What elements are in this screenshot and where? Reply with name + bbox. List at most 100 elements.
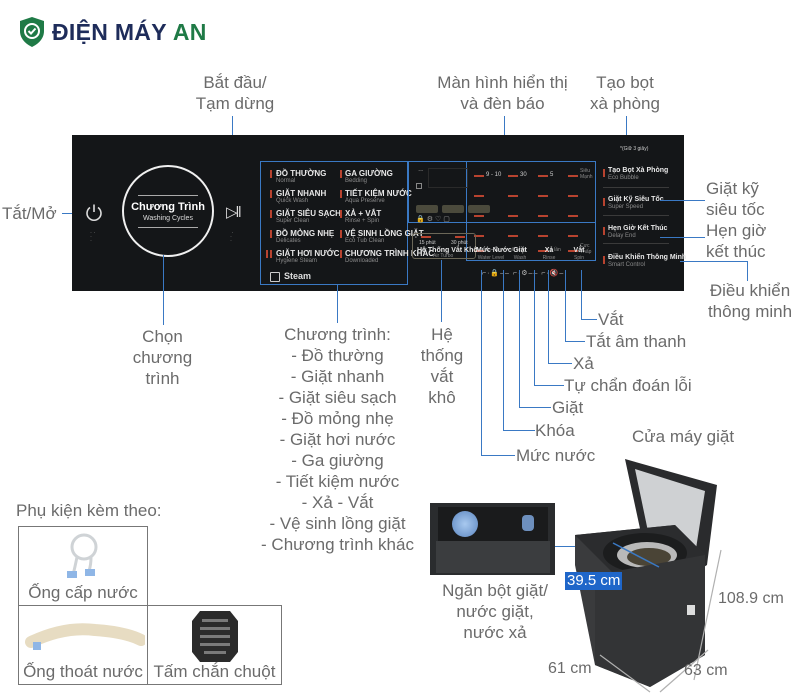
callout-text: nước xả	[463, 623, 527, 642]
cycle-sub: Hygiene Steam	[276, 258, 318, 264]
cycle-eco-tub-clean[interactable]: VỆ SINH LỒNG GIẶT	[345, 229, 424, 238]
grid-label: 5	[550, 172, 554, 178]
cycle-sub: Downloaded	[345, 258, 379, 264]
callout-mute: Tắt âm thanh	[586, 332, 687, 351]
callout-line	[519, 270, 520, 408]
callout-text: thống	[420, 346, 464, 365]
cycle-aqua-preserve[interactable]: TIẾT KIỆM NƯỚC	[345, 189, 412, 198]
cycle-delicates[interactable]: ĐỒ MỎNG NHẸ	[276, 229, 335, 238]
program-item: - Vệ sinh lồng giặt	[269, 514, 406, 533]
cycle-downloaded[interactable]: CHƯƠNG TRÌNH KHÁC	[345, 249, 435, 258]
hold-note: *(Giữ 3 giây)	[620, 146, 649, 152]
callout-line	[481, 270, 482, 456]
callout-rinse: Xả	[573, 354, 594, 373]
air-turbo-button[interactable]: 15 phút 30 phút Hệ Thống Vắt Khô Air Tur…	[412, 233, 478, 259]
brand-name: ĐIỆN MÁY	[52, 18, 167, 45]
button-label: Xả	[544, 247, 554, 254]
cycle-quick-wash[interactable]: GIẶT NHANH	[276, 189, 327, 198]
accessories-heading: Phụ kiện kèm theo:	[16, 501, 162, 520]
cycle-bedding[interactable]: GA GIƯỜNG	[345, 169, 393, 178]
callout-line	[581, 319, 597, 320]
callout-text: trình	[145, 369, 180, 388]
callout-text: Điều khiển	[709, 281, 791, 300]
start-pause-icon[interactable]: ▷‖	[226, 204, 242, 221]
callout-line	[747, 261, 748, 281]
cycle-sub: Quick Wash	[276, 198, 309, 204]
callout-text: Chọn	[142, 327, 183, 346]
cycle-sub: Delicates	[276, 238, 301, 244]
dial-subtitle: Washing Cycles	[143, 215, 193, 222]
cycle-sub: Aqua Preserve	[345, 198, 385, 204]
steam-label: Steam	[284, 271, 312, 281]
drawer-front	[436, 541, 550, 573]
callout-line	[534, 270, 535, 386]
detergent-drawer-image	[430, 503, 555, 575]
status-icons: 🔒⚙♡▢	[416, 216, 452, 223]
accessory-caption: Tấm chắn chuột	[153, 662, 276, 681]
callout-text: Hệ	[431, 325, 453, 344]
callout-text: Hẹn giờ	[706, 221, 767, 240]
dimension-arrows	[599, 549, 722, 693]
programs-heading: Chương trình:	[284, 325, 391, 344]
shield-check-icon	[20, 17, 44, 47]
callout-start-pause: Bắt đầu/ Tạm dừng	[190, 72, 280, 114]
cycle-normal[interactable]: ĐỒ THƯỜNG	[276, 169, 327, 178]
callout-lock: Khóa	[535, 421, 575, 440]
air-turbo-sub: Air Turbo	[433, 253, 454, 259]
callout-line	[441, 260, 442, 322]
option-sub: Delay End	[608, 233, 636, 239]
program-item: - Giặt hơi nước	[279, 430, 396, 449]
callout-line	[481, 455, 515, 456]
program-dial[interactable]: Chương Trình Washing Cycles	[122, 165, 214, 257]
brand-logo: ĐIỆN MÁY AN	[18, 16, 207, 48]
callout-line	[503, 430, 535, 431]
accessory-caption: Ống thoát nước	[23, 662, 143, 681]
callout-water-level: Mức nước	[516, 446, 596, 465]
grid-label: 6 phút	[512, 247, 526, 253]
program-item: - Tiết kiệm nước	[275, 472, 400, 491]
callout-line	[581, 270, 582, 320]
callout-line	[548, 270, 549, 364]
callout-display: Màn hình hiển thị và đèn báo	[415, 72, 590, 114]
cycle-sub: Normal	[276, 178, 296, 184]
callout-line	[565, 270, 566, 342]
accessory-caption: Ống cấp nước	[28, 583, 138, 602]
washing-machine-image	[575, 459, 717, 687]
accessory-rodent-guard: Tấm chắn chuột	[147, 605, 282, 685]
dimension-height: 108.9 cm	[718, 590, 784, 607]
delay-end-button[interactable]: Hẹn Giờ Kết Thúc	[608, 225, 668, 232]
callout-power: Tắt/Mở	[2, 204, 57, 223]
button-label: Mức Nước	[476, 247, 512, 254]
divider	[138, 227, 198, 228]
callout-wash: Giặt	[552, 398, 584, 417]
dimension-width: 61 cm	[548, 660, 592, 677]
eco-bubble-button[interactable]: Tạo Bọt Xà Phòng	[608, 167, 669, 174]
drain-hose-image	[25, 623, 145, 650]
power-icon[interactable]	[84, 203, 104, 223]
callout-line	[680, 261, 748, 262]
callout-text: vắt	[430, 367, 454, 386]
option-sub: Smart Control	[608, 262, 646, 268]
grid-label: 1 - 2	[486, 247, 499, 253]
button-label: Vắt	[573, 247, 585, 254]
cycle-hygiene-steam[interactable]: GIẶT HƠI NƯỚC	[276, 249, 340, 258]
grid-label: 1 lần	[550, 247, 561, 253]
grid-label: Siêu Mạnh	[580, 168, 593, 180]
cycle-super-clean[interactable]: GIẶT SIÊU SẠCH	[276, 209, 341, 218]
callout-text: Bắt đầu/	[203, 73, 267, 92]
super-speed-button[interactable]: Giặt Kỹ Siêu Tốc	[608, 196, 664, 203]
callout-line	[337, 285, 338, 323]
digit-display	[428, 168, 468, 188]
cycle-sub: Rinse + Spin	[345, 218, 380, 224]
cycle-sub: Super Clean	[276, 218, 310, 224]
softener-fan	[452, 511, 478, 537]
callout-text: chương	[132, 348, 193, 367]
callout-text: Ngăn bột giặt/	[442, 581, 548, 600]
cycle-rinse-spin[interactable]: XẢ + VẮT	[345, 209, 382, 218]
smart-control-button[interactable]: Điều Khiển Thông Minh	[608, 254, 687, 261]
hold-function-icons: ⌐·🔒–– ⌐·⚙–– ⌐·🔇–	[482, 270, 565, 277]
